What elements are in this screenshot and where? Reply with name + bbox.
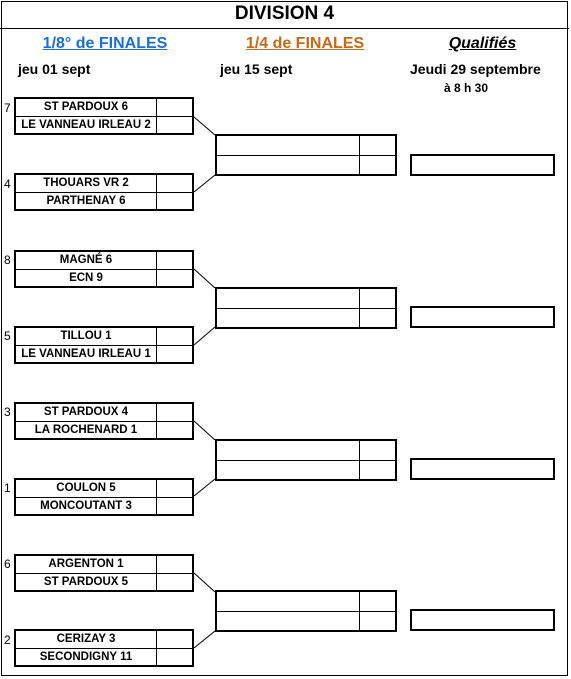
match-5: ST PARDOUX 4 LA ROCHENARD 1	[14, 402, 194, 440]
match-1: ST PARDOUX 6 LE VANNEAU IRLEAU 2	[14, 97, 194, 135]
match-6-score1	[156, 480, 192, 497]
qualified-time: à 8 h 30	[444, 81, 489, 95]
match-2-score2	[156, 193, 192, 210]
quarter-final-2	[215, 287, 397, 329]
match-4-seed: 5	[4, 329, 11, 343]
match-7: ARGENTON 1 ST PARDOUX 5	[14, 554, 194, 592]
match-8-team1: CERIZAY 3	[56, 633, 116, 645]
match-8-seed: 2	[4, 633, 11, 647]
match-7-team1: ARGENTON 1	[48, 558, 124, 570]
match-8: CERIZAY 3 SECONDIGNY 11	[14, 629, 194, 667]
match-1-score1	[156, 99, 192, 116]
match-7-score2	[156, 574, 192, 591]
match-1-team2: LE VANNEAU IRLEAU 2	[21, 119, 151, 131]
qualified-slot-3	[410, 458, 555, 480]
match-2: THOUARS VR 2 PARTHENAY 6	[14, 173, 194, 211]
match-4-team2: LE VANNEAU IRLEAU 1	[21, 348, 151, 360]
qualified-slot-4	[410, 609, 555, 631]
match-6-team1: COULON 5	[56, 482, 116, 494]
match-7-seed: 6	[4, 557, 11, 571]
match-4: TILLOU 1 LE VANNEAU IRLEAU 1	[14, 326, 194, 364]
division-title: DIVISION 4	[0, 0, 569, 29]
match-3-score2	[156, 270, 192, 287]
match-2-seed: 4	[4, 177, 11, 191]
quarter-final-1	[215, 134, 397, 176]
match-4-team1: TILLOU 1	[60, 330, 112, 342]
match-8-score1	[156, 631, 192, 648]
match-3: MAGNÉ 6 ECN 9	[14, 250, 194, 288]
round-of-16-date: jeu 01 sept	[18, 61, 91, 77]
match-3-score1	[156, 252, 192, 269]
match-5-score2	[156, 422, 192, 439]
match-6-score2	[156, 498, 192, 515]
match-1-seed: 7	[4, 101, 11, 115]
qualified-date: Jeudi 29 septembre	[410, 61, 541, 77]
qualified-slot-2	[410, 306, 555, 328]
match-5-team1: ST PARDOUX 4	[43, 406, 129, 418]
qualified-heading: Qualifiés	[448, 35, 517, 52]
quarter-final-3	[215, 439, 397, 481]
match-6-seed: 1	[4, 481, 11, 495]
match-3-team1: MAGNÉ 6	[59, 254, 113, 266]
match-7-team2: ST PARDOUX 5	[43, 576, 129, 588]
match-5-seed: 3	[4, 405, 11, 419]
match-2-team2: PARTHENAY 6	[46, 195, 126, 207]
match-2-score1	[156, 175, 192, 192]
qualified-slot-1	[410, 154, 555, 176]
match-6-team2: MONCOUTANT 3	[40, 500, 132, 512]
match-1-score2	[156, 117, 192, 134]
quarter-finals-heading: 1/4 de FINALES	[245, 35, 365, 52]
match-5-team2: LA ROCHENARD 1	[34, 424, 138, 436]
match-4-score2	[156, 346, 192, 363]
match-3-team2: ECN 9	[69, 272, 103, 284]
match-2-team1: THOUARS VR 2	[43, 177, 129, 189]
match-7-score1	[156, 556, 192, 573]
round-of-16-heading: 1/8° de FINALES	[42, 35, 168, 52]
match-5-score1	[156, 404, 192, 421]
match-8-team2: SECONDIGNY 11	[39, 651, 133, 663]
match-3-seed: 8	[4, 253, 11, 267]
match-6: COULON 5 MONCOUTANT 3	[14, 478, 194, 516]
match-8-score2	[156, 649, 192, 666]
quarter-final-4	[215, 590, 397, 632]
quarter-finals-date: jeu 15 sept	[220, 61, 293, 77]
match-1-team1: ST PARDOUX 6	[43, 101, 129, 113]
match-4-score1	[156, 328, 192, 345]
